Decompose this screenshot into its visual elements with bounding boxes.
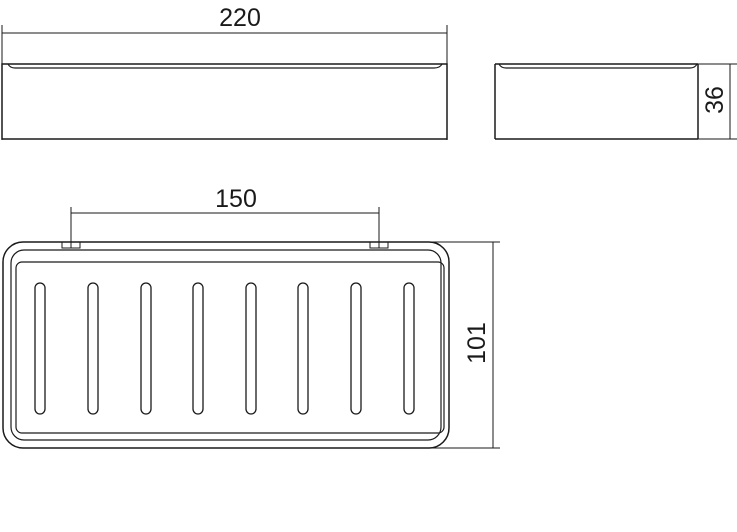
tray-outer-outline (2, 241, 450, 449)
drainage-slot (34, 282, 46, 415)
tray-rim-outline (10, 249, 442, 441)
side-view: 36 (494, 63, 737, 140)
drainage-slot (403, 282, 415, 415)
drainage-slot (192, 282, 204, 415)
drainage-slot (140, 282, 152, 415)
drainage-slot (297, 282, 309, 415)
side-rim-line (498, 63, 698, 69)
top-view: 150 101 (2, 185, 500, 449)
drainage-slots (34, 282, 415, 415)
front-body-outline (1, 63, 448, 140)
front-rim-line (7, 63, 443, 69)
drainage-slot (350, 282, 362, 415)
depth-dimension-label: 101 (463, 322, 491, 364)
tray-inner-outline (15, 261, 445, 434)
mount-spacing-dimension-label: 150 (215, 185, 257, 213)
height-dimension-label: 36 (701, 86, 729, 114)
drainage-slot (87, 282, 99, 415)
width-dimension-label: 220 (219, 4, 261, 32)
drainage-slot (245, 282, 257, 415)
front-view: 220 (1, 4, 448, 140)
